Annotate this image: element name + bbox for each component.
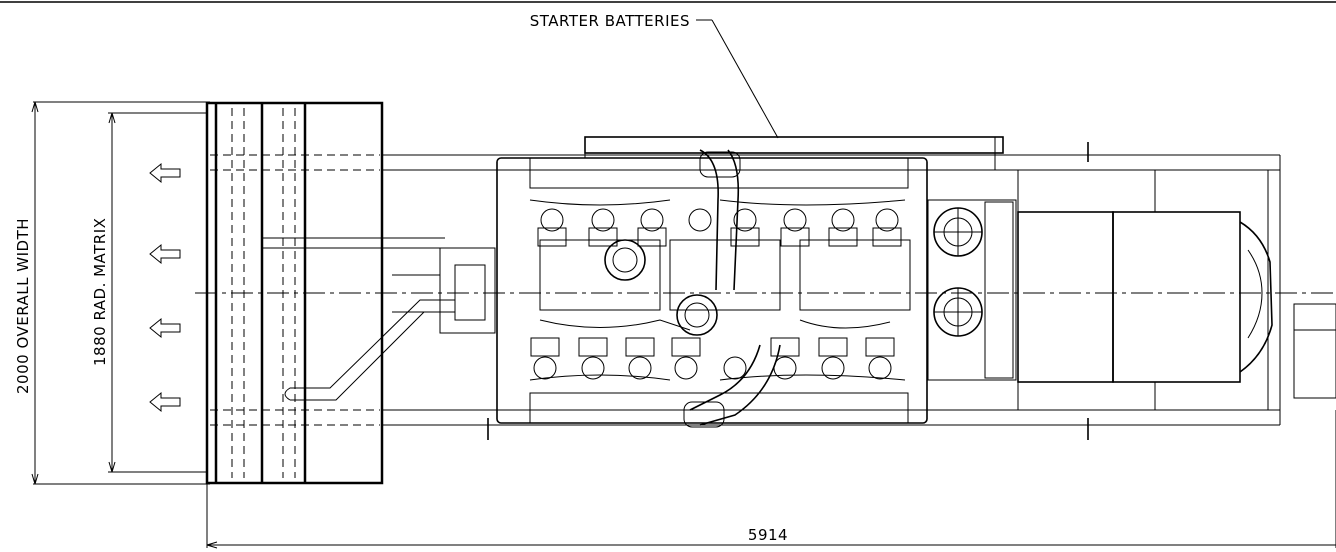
dimension-overall-width: 2000 OVERALL WIDTH <box>14 101 210 485</box>
overall-width-label: 2000 OVERALL WIDTH <box>14 218 32 394</box>
cylinder-bank-bottom <box>530 337 895 380</box>
callout-label: STARTER BATTERIES <box>530 12 690 30</box>
dimension-rad-matrix: 1880 RAD. MATRIX <box>91 112 208 473</box>
engine <box>392 136 1004 428</box>
radiator-pipes <box>262 237 455 401</box>
airflow-arrows <box>149 162 181 413</box>
cylinder-bank-top <box>537 208 902 247</box>
airflow-arrow-icon <box>149 317 181 339</box>
airflow-arrow-icon <box>149 243 181 265</box>
starter-batteries-callout: STARTER BATTERIES <box>530 12 779 139</box>
coupling-fans <box>927 199 1017 381</box>
rad-matrix-label: 1880 RAD. MATRIX <box>91 218 109 366</box>
alternator <box>1017 211 1336 399</box>
overall-length-label: 5914 <box>748 526 788 544</box>
dimension-overall-length: 5914 <box>206 410 1336 549</box>
airflow-arrow-icon <box>149 391 181 413</box>
base-frame <box>382 142 1281 440</box>
airflow-arrow-icon <box>149 162 181 184</box>
